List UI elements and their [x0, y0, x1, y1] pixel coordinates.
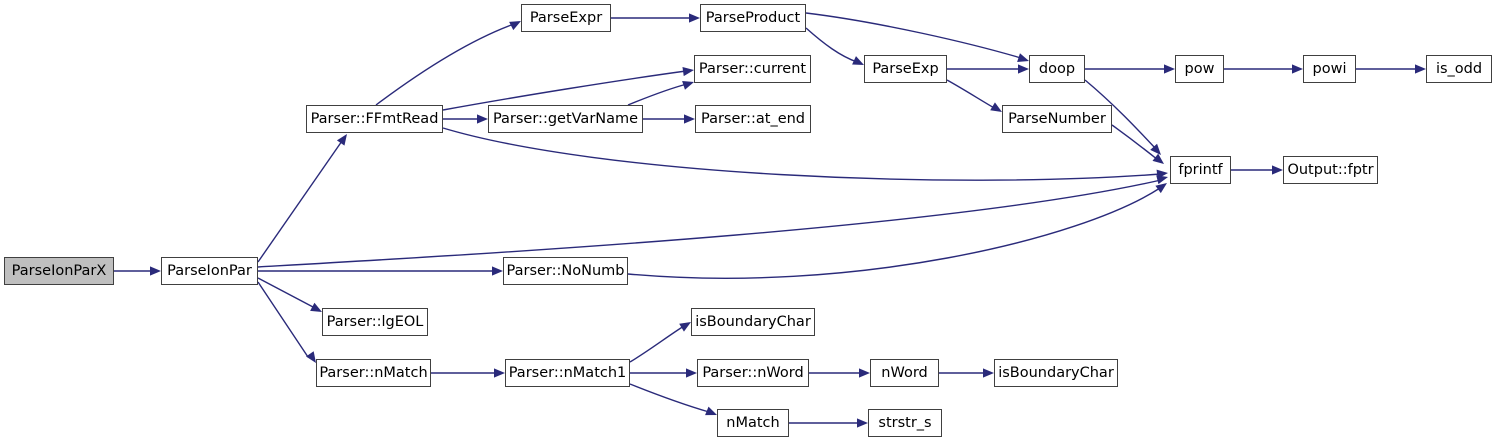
edge-line: [629, 325, 685, 363]
edge-arrowhead: [336, 134, 347, 146]
graph-node-parsernmatch1[interactable]: Parser::nMatch1: [505, 359, 630, 387]
edge-line: [257, 140, 343, 263]
edge-arrowhead: [686, 368, 697, 378]
edge-arrowhead: [1150, 143, 1161, 155]
edge-line: [946, 79, 997, 110]
edge-line: [375, 23, 515, 106]
graph-node-nword[interactable]: nWord: [870, 359, 939, 387]
graph-node-parseexpr[interactable]: ParseExpr: [521, 4, 611, 32]
graph-node-pow[interactable]: pow: [1175, 55, 1224, 83]
edge-line: [1111, 124, 1159, 161]
graph-node-parsercurrent[interactable]: Parser::current: [694, 55, 811, 83]
edge-arrowhead: [1156, 175, 1168, 185]
edge-arrowhead: [1415, 64, 1426, 74]
graph-node-parseionpar[interactable]: ParseIonPar: [161, 257, 258, 285]
graph-node-parserlgeol[interactable]: Parser::lgEOL: [322, 308, 428, 336]
graph-node-parseexp[interactable]: ParseExp: [864, 55, 947, 83]
edge-line: [627, 187, 1161, 279]
edge-line: [627, 83, 688, 106]
graph-node-parsernmatch[interactable]: Parser::nMatch: [316, 359, 431, 387]
edge-arrowhead: [857, 418, 868, 428]
graph-node-parsenumber[interactable]: ParseNumber: [1002, 105, 1112, 133]
edge-line: [442, 127, 1162, 181]
edge-line: [257, 281, 309, 358]
graph-node-fprintf[interactable]: fprintf: [1170, 156, 1231, 184]
edge-line: [257, 277, 314, 308]
graph-node-parsernword[interactable]: Parser::nWord: [697, 359, 809, 387]
graph-node-nmatch[interactable]: nMatch: [717, 409, 789, 437]
edge-arrowhead: [1156, 169, 1168, 179]
edge-line: [629, 383, 710, 413]
graph-node-isboundarychar2[interactable]: isBoundaryChar: [994, 359, 1118, 387]
edge-arrowhead: [1152, 153, 1164, 164]
edge-arrowhead: [1155, 183, 1167, 194]
edge-arrowhead: [1018, 64, 1029, 74]
edge-arrowhead: [1272, 165, 1283, 175]
edge-arrowhead: [477, 114, 488, 124]
edge-arrowhead: [492, 266, 503, 276]
edge-arrowhead: [150, 266, 161, 276]
edge-arrowhead: [682, 66, 694, 77]
edge-line: [257, 179, 1162, 268]
graph-node-parseproduct[interactable]: ParseProduct: [700, 4, 806, 32]
graph-node-parseratend[interactable]: Parser::at_end: [695, 105, 811, 133]
graph-node-powi[interactable]: powi: [1303, 55, 1356, 83]
graph-node-doop[interactable]: doop: [1029, 55, 1085, 83]
graph-node-is_odd[interactable]: is_odd: [1426, 55, 1492, 83]
edge-arrowhead: [684, 114, 695, 124]
graph-node-parsernonumb[interactable]: Parser::NoNumb: [503, 257, 628, 285]
edge-arrowhead: [859, 368, 870, 378]
graph-node-strstr_s[interactable]: strstr_s: [868, 409, 942, 437]
edge-arrowhead: [689, 13, 700, 23]
edge-arrowhead: [494, 368, 505, 378]
graph-node-outputfptr[interactable]: Output::fptr: [1283, 156, 1378, 184]
graph-node-parserffmtread[interactable]: Parser::FFmtRead: [306, 105, 443, 133]
edge-arrowhead: [983, 368, 994, 378]
edge-arrowhead: [1292, 64, 1303, 74]
edge-line: [805, 27, 858, 63]
graph-node-isboundarychar1[interactable]: isBoundaryChar: [691, 308, 815, 336]
edge-line: [805, 12, 1022, 59]
graph-node-parseionparx[interactable]: ParseIonParX: [4, 257, 114, 285]
edge-arrowhead: [1164, 64, 1175, 74]
graph-node-parsergetvarname[interactable]: Parser::getVarName: [488, 105, 643, 133]
